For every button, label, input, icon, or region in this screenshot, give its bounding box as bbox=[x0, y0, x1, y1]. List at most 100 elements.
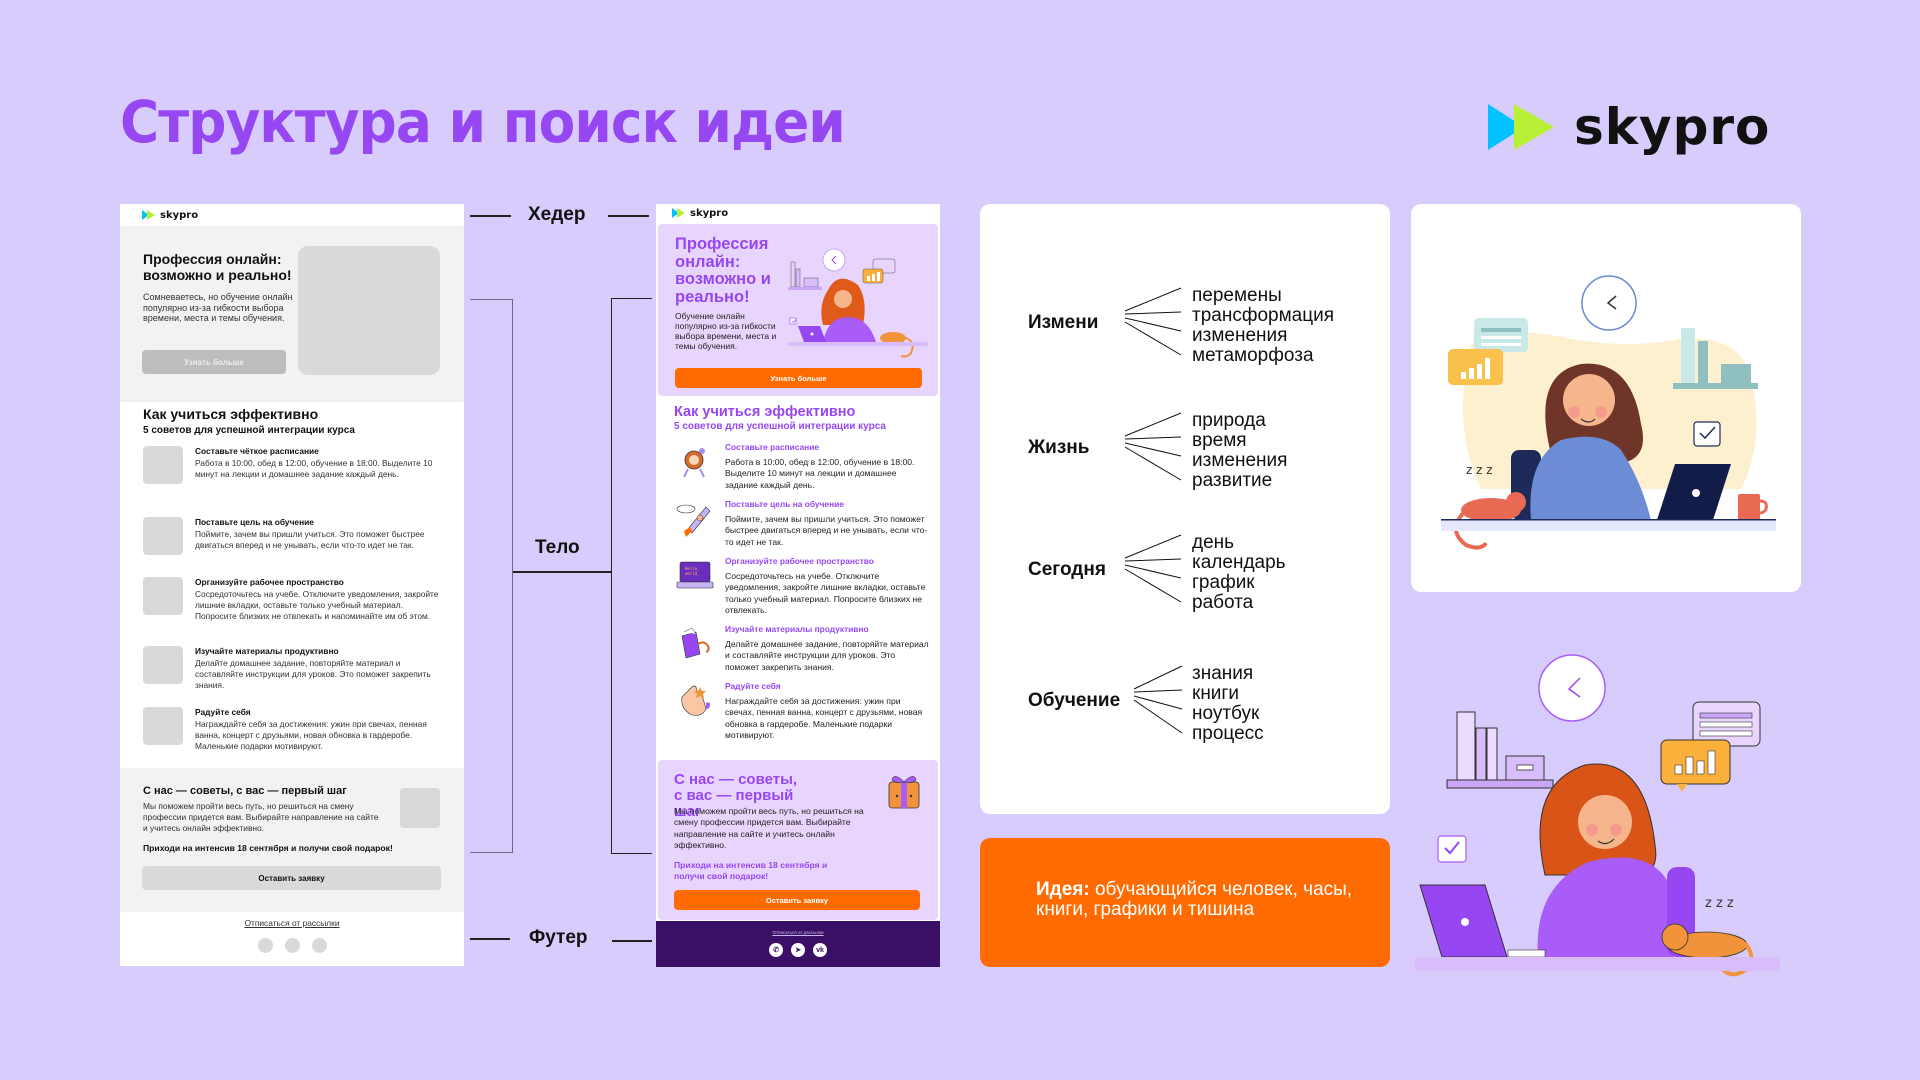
wireframe-cta: С нас — советы, с вас — первый шаг Мы по… bbox=[120, 768, 464, 912]
vk-icon[interactable]: vk bbox=[813, 943, 827, 957]
rocket-icon bbox=[676, 504, 711, 537]
mindmap-word: метаморфоза bbox=[1192, 345, 1314, 366]
mindmap-word: книги bbox=[1192, 683, 1239, 704]
email-footer: Отписаться от рассылки ✆ ➤ vk bbox=[656, 921, 940, 967]
unsubscribe-link[interactable]: Отписаться от рассылки bbox=[772, 930, 824, 935]
wireframe-logo: skypro bbox=[142, 210, 198, 221]
wireframe-hero: Профессия онлайн: возможно и реально! Со… bbox=[120, 226, 464, 402]
woman-laptop-illustration bbox=[788, 248, 928, 358]
mindmap-word: график bbox=[1192, 572, 1255, 593]
email-hero: Профессия онлайн: возможно и реально! Об… bbox=[658, 224, 938, 396]
mindmap-key: Обучение bbox=[1028, 690, 1121, 711]
cta-title: С нас — советы, с вас — первый шаг bbox=[674, 771, 798, 820]
svg-text:z z z: z z z bbox=[1466, 463, 1493, 477]
branch-lines bbox=[1124, 534, 1182, 603]
wireframe-email: skypro Профессия онлайн: возможно и реал… bbox=[120, 204, 464, 966]
cta-text: Мы поможем пройти весь путь, но решиться… bbox=[143, 801, 379, 833]
tip-title: Радуйте себя bbox=[195, 707, 251, 717]
tip-text: Награждайте себя за достижения: ужин при… bbox=[725, 696, 923, 740]
tips-title: Как учиться эффективно bbox=[143, 406, 319, 422]
wireframe-header: skypro bbox=[120, 204, 464, 226]
branch-lines bbox=[1124, 412, 1182, 481]
icon-placeholder bbox=[143, 517, 183, 555]
unsubscribe-link[interactable]: Отписаться от рассылки bbox=[244, 918, 340, 928]
learn-more-button[interactable]: Узнать больше bbox=[142, 350, 286, 374]
hero-text: Обучение онлайн популярно из-за гибкости… bbox=[675, 311, 777, 351]
svg-text:z z z: z z z bbox=[1705, 896, 1734, 911]
social-placeholders bbox=[120, 938, 464, 953]
tip-text: Работа в 10:00, обед в 12:00, обучение в… bbox=[195, 458, 433, 479]
brand-name: skypro bbox=[160, 209, 199, 221]
hero-title: Профессия онлайн: возможно и реально! bbox=[143, 251, 292, 283]
header-connector-left bbox=[470, 215, 511, 217]
tip-title: Организуйте рабочее пространство bbox=[195, 577, 344, 587]
social-links: ✆ ➤ vk bbox=[656, 943, 940, 957]
social-placeholder-icon[interactable] bbox=[257, 938, 273, 953]
tip-text: Поймите, зачем вы пришли учиться. Это по… bbox=[725, 514, 928, 547]
tip-title: Составьте расписание bbox=[725, 442, 820, 452]
idea-description: обучающийся человек, часы, книги, график… bbox=[1036, 879, 1353, 920]
mindmap-word: трансформация bbox=[1192, 305, 1335, 326]
social-placeholder-icon[interactable] bbox=[311, 938, 327, 953]
wireframe-tips: Как учиться эффективно 5 советов для усп… bbox=[143, 404, 443, 751]
mindmap-word: ноутбук bbox=[1192, 703, 1260, 724]
email-tips: Как учиться эффективно 5 советов для усп… bbox=[674, 400, 936, 740]
label-header: Хедер bbox=[528, 204, 586, 225]
body-connector bbox=[513, 571, 611, 573]
tip-text: Поймите, зачем вы пришли учиться. Это по… bbox=[195, 529, 425, 550]
hero-text: Сомневаетесь, но обучение онлайн популяр… bbox=[143, 292, 293, 323]
tip-text: Сосредоточьтесь на учебе. Отключите увед… bbox=[195, 589, 439, 621]
mindmap-card: Измени перемены трансформация изменения … bbox=[980, 204, 1390, 814]
skypro-play-icon bbox=[142, 210, 156, 220]
designed-email: skypro Профессия онлайн: возможно и реал… bbox=[656, 204, 940, 967]
submit-application-button[interactable]: Оставить заявку bbox=[674, 890, 920, 910]
tip-title: Организуйте рабочее пространство bbox=[725, 556, 874, 566]
idea-label: Идея: bbox=[1036, 879, 1090, 900]
branch-lines bbox=[1133, 665, 1183, 734]
mindmap-word: день bbox=[1192, 532, 1235, 553]
brand-name: skypro bbox=[1574, 98, 1771, 156]
email-header: skypro bbox=[656, 204, 940, 222]
mindmap-words: природа время изменения развитие bbox=[1192, 411, 1287, 491]
skypro-play-icon bbox=[672, 208, 686, 218]
gift-box-icon bbox=[888, 776, 920, 809]
mindmap-word: время bbox=[1192, 430, 1247, 451]
tip-title: Радуйте себя bbox=[725, 681, 781, 691]
mindmap-words: день календарь график работа bbox=[1192, 533, 1286, 613]
label-body: Тело bbox=[535, 537, 580, 558]
mindmap-word: развитие bbox=[1192, 470, 1273, 491]
cta-promo: Приходи на интенсив 18 сентября и получи… bbox=[674, 860, 828, 882]
tips-title: Как учиться эффективно bbox=[674, 404, 856, 420]
cta-title: С нас — советы, с вас — первый шаг bbox=[143, 785, 347, 797]
page-title: Структура и поиск идеи bbox=[120, 88, 846, 156]
clock-character-icon bbox=[683, 448, 705, 478]
mindmap-word: процесс bbox=[1192, 723, 1264, 744]
whatsapp-icon[interactable]: ✆ bbox=[769, 943, 783, 957]
hero-title: Профессия онлайн: возможно и реально! bbox=[675, 235, 771, 306]
woman-laptop-illustration: z z z bbox=[1441, 275, 1776, 550]
label-footer: Футер bbox=[529, 927, 588, 948]
submit-application-button[interactable]: Оставить заявку bbox=[142, 866, 441, 890]
telegram-icon[interactable]: ➤ bbox=[791, 943, 805, 957]
learn-more-button[interactable]: Узнать больше bbox=[675, 368, 922, 388]
skypro-play-icon bbox=[1488, 104, 1560, 150]
tip-text: Делайте домашнее задание, повторяйте мат… bbox=[725, 639, 929, 672]
cta-promo: Приходи на интенсив 18 сентября и получи… bbox=[143, 843, 393, 853]
mindmap-word: изменения bbox=[1192, 325, 1288, 346]
tip-title: Поставьте цель на обучение bbox=[725, 499, 844, 509]
tip-title: Изучайте материалы продуктивно bbox=[195, 646, 339, 656]
mindmap-word: изменения bbox=[1192, 450, 1288, 471]
tip-text: Сосредоточьтесь на учебе. Отключите увед… bbox=[725, 571, 926, 615]
mindmap-group: Жизнь природа время изменения развитие bbox=[1028, 409, 1368, 491]
email-logo: skypro bbox=[672, 208, 728, 219]
social-placeholder-icon[interactable] bbox=[284, 938, 300, 953]
mindmap-word: перемены bbox=[1192, 285, 1282, 306]
icon-placeholder bbox=[143, 707, 183, 745]
woman-laptop-illustration-purple: z z z bbox=[1415, 654, 1780, 977]
mindmap-word: знания bbox=[1192, 663, 1254, 684]
adapted-illustration: z z z bbox=[1405, 645, 1800, 980]
tip-text: Делайте домашнее задание, повторяйте мат… bbox=[195, 658, 431, 690]
mindmap-group: Измени перемены трансформация изменения … bbox=[1028, 284, 1368, 366]
tips-subtitle: 5 советов для успешной интеграции курса bbox=[143, 425, 355, 436]
mindmap-words: перемены трансформация изменения метамор… bbox=[1192, 286, 1334, 366]
